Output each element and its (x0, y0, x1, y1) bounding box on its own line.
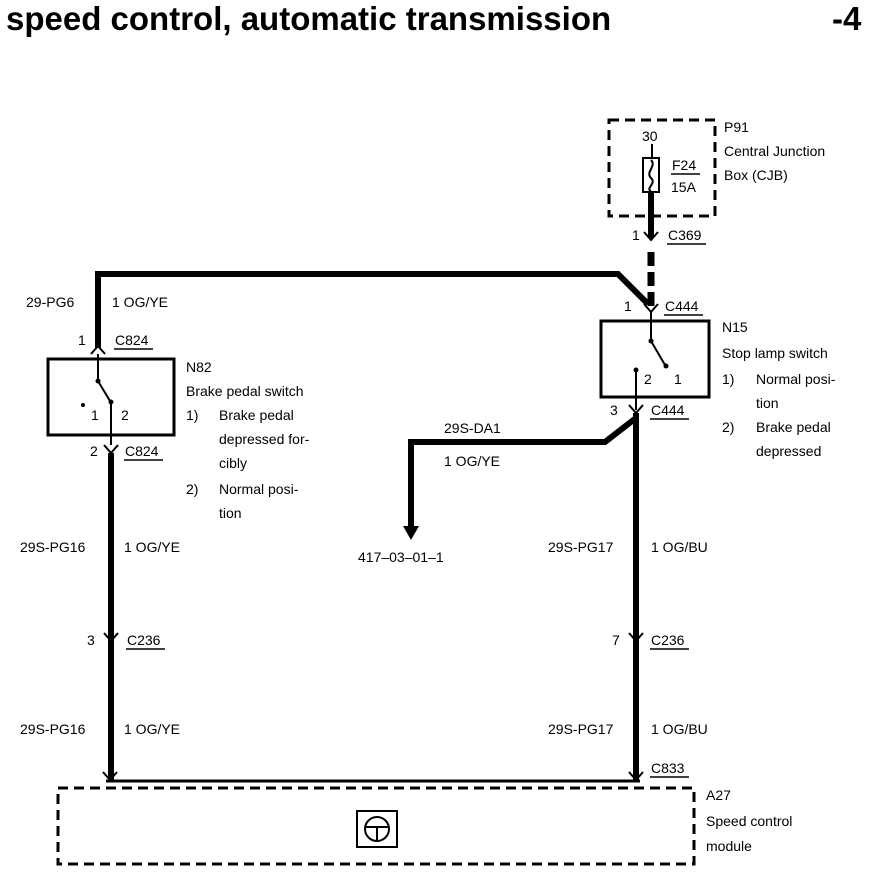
slsw-pin-a-label: 2 (644, 371, 652, 387)
c444-top-pin-label: 1 (624, 298, 632, 314)
brake-pedal-switch: 1 2 N82 Brake pedal switch 1) Brake peda… (46, 354, 310, 521)
stop-lamp-switch-body (599, 319, 711, 399)
bpsw-note2-num: 2) (186, 481, 198, 497)
wire-left-code-2: 29S-PG16 (20, 721, 86, 737)
c824-bottom-connector-label: C824 (125, 443, 159, 459)
slsw-contact-1 (663, 363, 669, 369)
c369-connector-symbol (643, 231, 659, 242)
c444-bottom-connector-label: C444 (651, 402, 685, 418)
bpsw-note1-line3: cibly (219, 455, 247, 471)
c833-connector-label: C833 (651, 760, 685, 776)
cjb-terminal-label: 30 (642, 128, 658, 144)
cjb-ref-label: P91 (724, 119, 749, 135)
c236-right-connector-symbol (628, 632, 644, 643)
c236-right-connector-label: C236 (651, 632, 685, 648)
wire-da1-color: 1 OG/YE (444, 453, 500, 469)
c824-bottom-pin-label: 2 (90, 443, 98, 459)
c236-left-connector-label: C236 (127, 632, 161, 648)
c236-right-pin-label: 7 (612, 632, 620, 648)
module-name-line1: Speed control (706, 813, 792, 829)
page-reference-label: 417–03–01–1 (358, 549, 444, 565)
c369-connector-label: C369 (668, 227, 702, 243)
wire-top-color: 1 OG/YE (112, 294, 168, 310)
reference-arrow-icon (403, 526, 419, 540)
slsw-pin-b-label: 1 (674, 371, 682, 387)
bpsw-contact-arm (97, 380, 111, 402)
wire-right-code-1: 29S-PG17 (548, 539, 614, 555)
slsw-contact-arm (650, 340, 666, 366)
page-title: speed control, automatic transmission (6, 0, 611, 37)
bpsw-note1-num: 1) (186, 407, 198, 423)
fuse-rating-label: 15A (671, 179, 697, 195)
slsw-note2-num: 2) (722, 419, 734, 435)
slsw-note1-line1: Normal posi- (756, 371, 836, 387)
bpsw-contact-1 (81, 403, 85, 407)
wire-right-color-2: 1 OG/BU (651, 721, 708, 737)
bpsw-pin-a-label: 1 (91, 407, 99, 423)
module-ref-label: A27 (706, 787, 731, 803)
module-outline (56, 786, 696, 866)
wire-right-code-2: 29S-PG17 (548, 721, 614, 737)
page-number-suffix: -4 (832, 0, 862, 37)
wire-left-color-2: 1 OG/YE (124, 721, 180, 737)
c236-left-pin-label: 3 (87, 632, 95, 648)
stop-lamp-switch: 2 1 N15 Stop lamp switch 1) Normal posi-… (599, 312, 836, 459)
slsw-note2-line2: depressed (756, 443, 821, 459)
wire-top-code: 29-PG6 (26, 294, 74, 310)
bpsw-note1-line1: Brake pedal (219, 407, 294, 423)
c824-top-pin-label: 1 (78, 332, 86, 348)
bpsw-pin-b-label: 2 (121, 407, 129, 423)
slsw-note2-line1: Brake pedal (756, 419, 831, 435)
cjb-name-line2: Box (CJB) (724, 167, 788, 183)
c824-top-connector-symbol (90, 344, 106, 355)
steering-wheel-spokes (366, 826, 388, 841)
module-name-line2: module (706, 838, 752, 854)
cjb-name-line1: Central Junction (724, 143, 825, 159)
c369-pin-label: 1 (632, 227, 640, 243)
c824-bottom-connector-symbol (103, 444, 119, 455)
wire-da1-code: 29S-DA1 (444, 420, 501, 436)
cjb-outline (607, 118, 717, 218)
bpsw-ref-label: N82 (186, 359, 212, 375)
slsw-note1-line2: tion (756, 395, 779, 411)
slsw-name-label: Stop lamp switch (722, 345, 828, 361)
c236-left-connector-symbol (103, 632, 119, 643)
central-junction-box: 30 F24 15A P91 Central Junction Box (CJB… (607, 118, 825, 218)
fuse-label: F24 (672, 157, 696, 173)
slsw-ref-label: N15 (722, 319, 748, 335)
speed-control-module: A27 Speed control module (56, 786, 792, 866)
c824-top-connector-label: C824 (115, 332, 149, 348)
c444-bottom-pin-label: 3 (610, 402, 618, 418)
bpsw-name-label: Brake pedal switch (186, 383, 304, 399)
bpsw-note2-line1: Normal posi- (219, 481, 299, 497)
fuse-element-icon (648, 159, 654, 192)
wire-right-color-1: 1 OG/BU (651, 539, 708, 555)
wire-left-code-1: 29S-PG16 (20, 539, 86, 555)
bpsw-note1-line2: depressed for- (219, 431, 310, 447)
slsw-note1-num: 1) (722, 371, 734, 387)
wire-29-pg6 (95, 271, 651, 348)
wire-left-color-1: 1 OG/YE (124, 539, 180, 555)
wire-29s-da1 (408, 415, 638, 530)
c444-top-connector-label: C444 (665, 298, 699, 314)
bpsw-note2-line2: tion (219, 505, 242, 521)
